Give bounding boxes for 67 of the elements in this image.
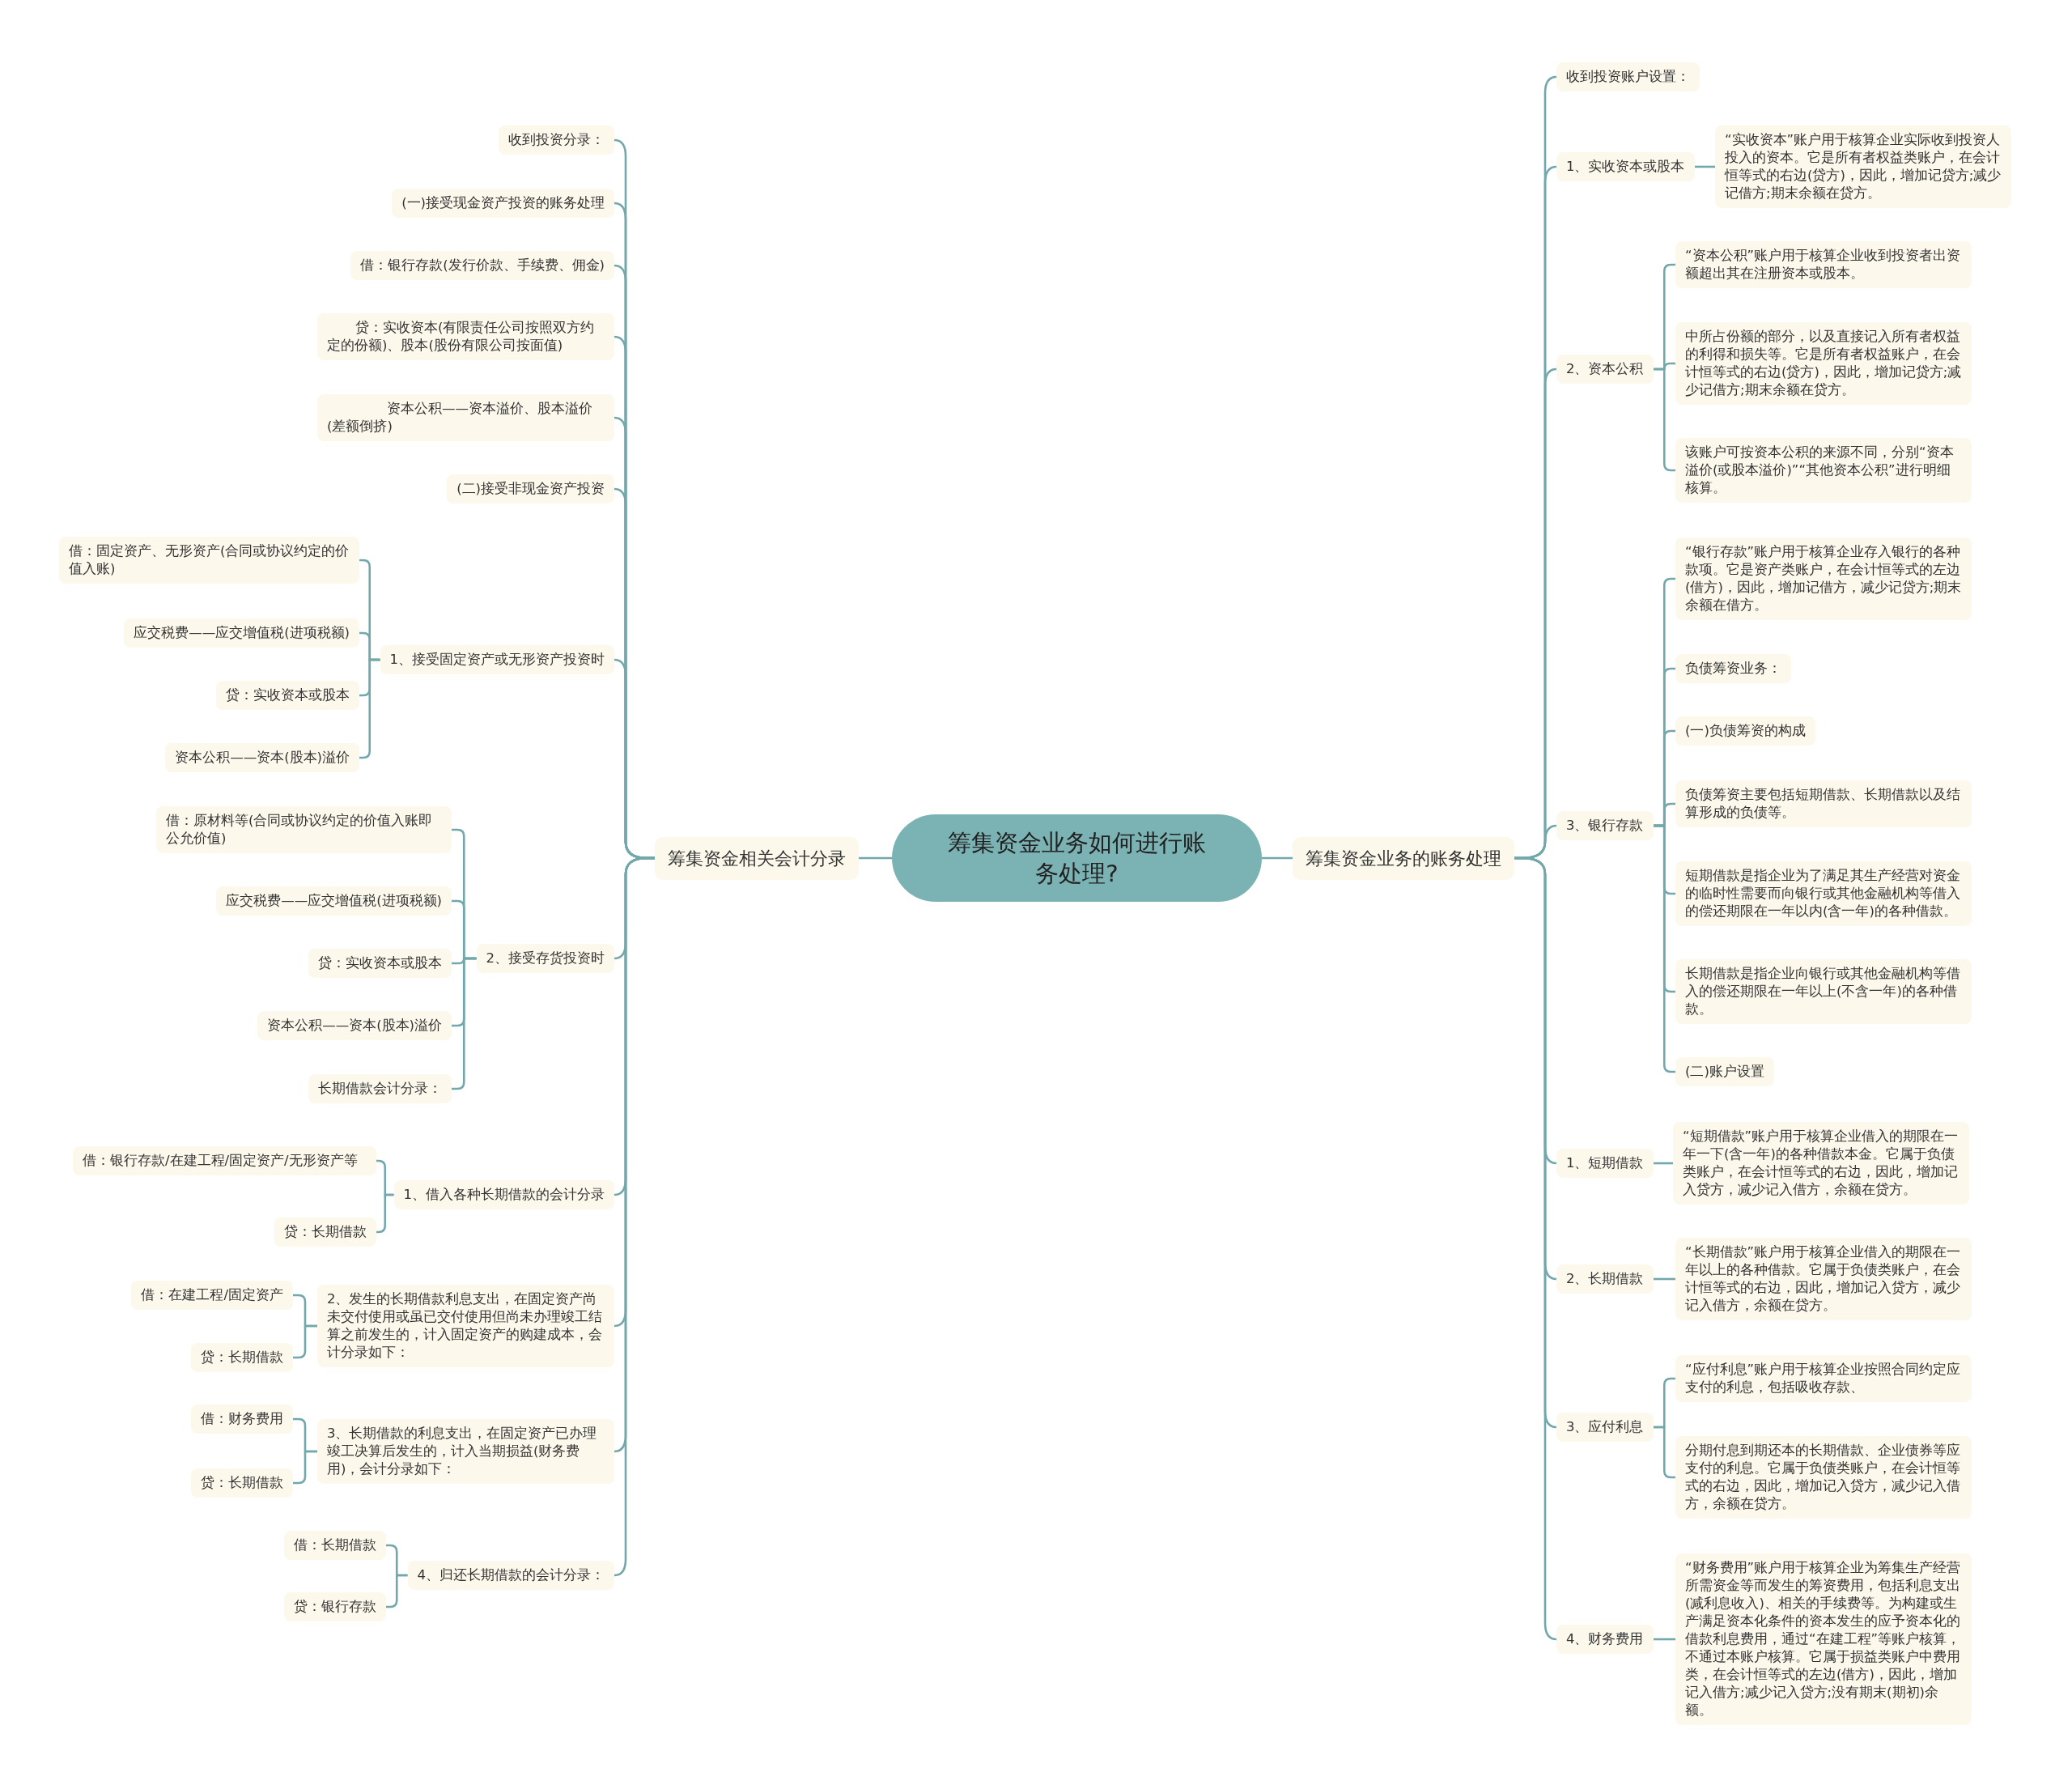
topic-box: 4、财务费用 [1556,1625,1654,1654]
topic-box: 2、发生的长期借款利息支出，在固定资产尚未交付使用或虽已交付使用但尚未办理竣工结算之前发生的，计入固定资产的购建成本，会计分录如下： [317,1285,614,1367]
topic-box: 借：在建工程/固定资产 [131,1281,293,1310]
topic-box: 贷：长期借款 [191,1343,293,1372]
topic-box: 借：长期借款 [284,1531,386,1560]
topic-box: 中所占份额的部分，以及直接记入所有者权益的利得和损失等。它是所有者权益账户，在会计恒等式的右边(贷方)，因此，增加记贷方;减少记借方;期末余额在贷方。 [1675,322,1972,405]
topic-box: 长期借款是指企业向银行或其他金融机构等借入的偿还期限在一年以上(不含一年)的各种借款。 [1675,959,1972,1024]
topic-box: “长期借款”账户用于核算企业借入的期限在一年以上的各种借款。它属于负债类账户，在会计恒等式的右边，因此，增加记入贷方，减少记入借方，余额在贷方。 [1675,1238,1972,1320]
topic-box: 长期借款会计分录： [308,1074,452,1103]
connector-line [386,1574,408,1608]
connector-line [1653,1638,1675,1641]
topic-box: 借：财务费用 [191,1404,293,1434]
connector-line [293,1324,317,1359]
topic-box: 3、应付利息 [1556,1413,1654,1442]
topic-box: 1、实收资本或股本 [1556,152,1695,181]
topic-box: 1、借入各种长期借款的会计分录 [393,1180,614,1209]
topic-box: 负债筹资业务： [1675,654,1791,683]
topic-box: 短期借款是指企业为了满足其生产经营对资金的临时性需要而向银行或其他金融机构等借入的偿还期限在一年以内(含一年)的各种借款。 [1675,861,1972,926]
topic-box: 资本公积——资本溢价、股本溢价(差额倒挤) [317,394,614,441]
topic-box: 贷：实收资本或股本 [308,949,452,978]
connector-line [376,1193,394,1234]
topic-box: 贷：长期借款 [191,1468,293,1498]
topic-box: 收到投资分录： [499,125,614,155]
connector-line [859,856,892,860]
topic-box: “资本公积”账户用于核算企业收到投资者出资额超出其在注册资本或股本。 [1675,241,1972,288]
branch-topic: 筹集资金业务的账务处理 [1293,836,1514,880]
topic-box: (一)接受现金资产投资的账务处理 [392,189,614,218]
topic-box: 贷：实收资本或股本 [216,681,359,710]
topic-box: 贷：实收资本(有限责任公司按照双方约定的份额)、股本(股份有限公司按面值) [317,313,614,360]
topic-box: 贷：长期借款 [274,1217,376,1247]
topic-box: (二)接受非现金资产投资 [447,474,614,504]
topic-box: 分期付息到期还本的长期借款、企业债券等应支付的利息。它属于负债类账户，在会计恒等式的右边，因此，增加记入贷方，减少记入借方，余额在贷方。 [1675,1436,1972,1519]
connector-line [452,957,477,1090]
connector-line [1262,856,1293,860]
topic-box: 借：银行存款(发行价款、手续费、佣金) [350,251,614,280]
topic-box: 3、长期借款的利息支出，在固定资产已办理竣工决算后发生的，计入当期损益(财务费用)，会计分录如下： [317,1419,614,1484]
topic-box: 贷：银行存款 [284,1592,386,1621]
topic-box: “银行存款”账户用于核算企业存入银行的各种款项。它是资产类账户，在会计恒等式的左边(借方)，因此，增加记借方，减少记贷方;期末余额在借方。 [1675,538,1972,620]
topic-box: 应交税费——应交增值税(进项税额) [216,886,452,916]
topic-box: 2、接受存货投资时 [476,944,614,973]
topic-box: 负债筹资主要包括短期借款、长期借款以及结算形成的负债等。 [1675,780,1972,827]
topic-box: 2、长期借款 [1556,1264,1654,1294]
topic-box: “财务费用”账户用于核算企业为筹集生产经营所需资金等而发生的筹资费用，包括利息支出(减利息收入)、相关的手续费等。为构建或生产满足资本化条件的资本发生的应予资本化的借款利息费用，通过“在建工程”等账户核算，不通过本账户核算。它属于损益类账户中费用类，在会计恒等式的左边(借方)，因此，增加记入借方;减少记入贷方;没有期末(期初)余额。 [1675,1553,1972,1725]
topic-box: (一)负债筹资的构成 [1675,716,1815,746]
topic-box: 资本公积——资本(股本)溢价 [257,1011,452,1040]
topic-box: 应交税费——应交增值税(进项税额) [124,618,359,648]
topic-box: “实收资本”账户用于核算企业实际收到投资人投入的资本。它是所有者权益类账户，在会计恒等式的右边(贷方)，因此，增加记贷方;减少记借方;期末余额在贷方。 [1715,125,2011,208]
topic-box: 1、接受固定资产或无形资产投资时 [380,645,614,674]
topic-box: 3、银行存款 [1556,811,1654,840]
topic-box: 该账户可按资本公积的来源不同，分别“资本溢价(或股本溢价)”“其他资本公积”进行明细核算。 [1675,438,1972,503]
topic-box: 1、短期借款 [1556,1149,1654,1178]
topic-box: 2、资本公积 [1556,355,1654,384]
topic-box: “应付利息”账户用于核算企业按照合同约定应支付的利息，包括吸收存款、 [1675,1355,1972,1402]
topic-box: (二)账户设置 [1675,1057,1774,1086]
topic-box: 借：银行存款/在建工程/固定资产/无形资产等 [73,1146,376,1175]
topic-box: “短期借款”账户用于核算企业借入的期限在一年一下(含一年)的各种借款本金。它属于负债类账户，在会计恒等式的右边，因此，增加记入贷方，减少记入借方，余额在贷方。 [1673,1122,1969,1205]
connector-line [293,1450,317,1485]
connector-line [1653,1162,1673,1165]
topic-box: 借：固定资产、无形资产(合同或协议约定的价值入账) [59,537,359,584]
connector-line [1653,1277,1675,1281]
branch-topic: 筹集资金相关会计分录 [655,836,859,880]
topic-box: 借：原材料等(合同或协议约定的价值入账即公允价值) [156,806,452,853]
connector-line [1694,165,1715,168]
topic-box: 资本公积——资本(股本)溢价 [165,743,359,772]
topic-box: 4、归还长期借款的会计分录： [407,1561,614,1590]
central-topic: 筹集资金业务如何进行账务处理? [892,814,1262,902]
topic-box: 收到投资账户设置： [1556,62,1700,91]
